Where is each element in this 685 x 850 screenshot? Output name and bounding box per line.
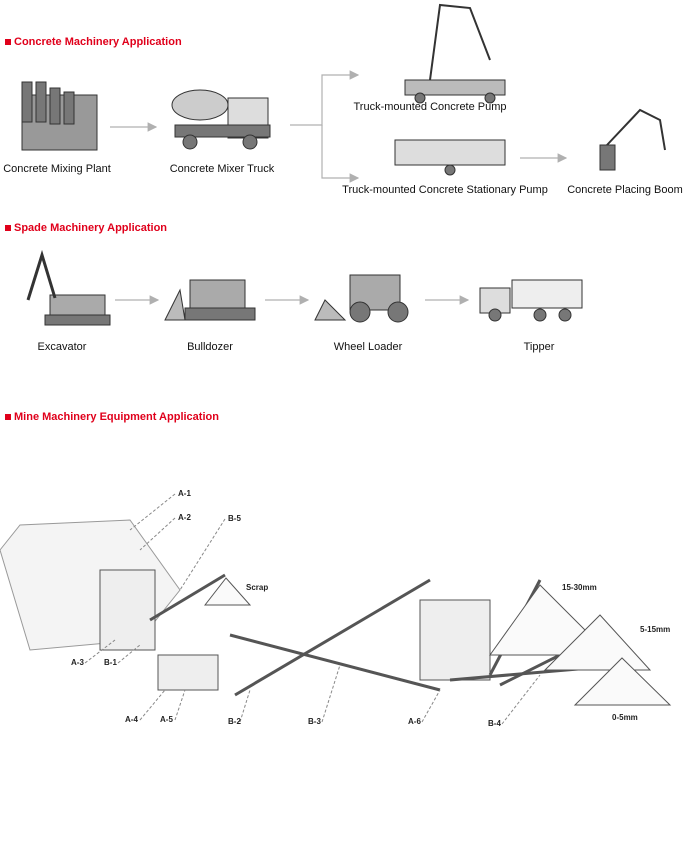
section-header-spade: Spade Machinery Application [5,222,167,234]
section-header-mine: Mine Machinery Equipment Application [5,411,219,423]
diagram-label: A-6 [408,717,421,726]
placing-boom-image [599,108,666,171]
label-truck-mounted-concrete-pump: Truck-mounted Concrete Pump [353,101,507,113]
bullet-square-icon [5,39,11,45]
diagram-label: B-4 [488,719,501,728]
mixing-plant-image [21,81,98,151]
label-concrete-placing-boom: Concrete Placing Boom [567,184,683,196]
bullet-square-icon [5,414,11,420]
diagram-label: B-3 [308,717,321,726]
label-bulldozer: Bulldozer [187,341,233,353]
branch-arrow-up [290,70,360,126]
diagram-label: A-1 [178,489,191,498]
diagram-label: A-2 [178,513,191,522]
excavator-image [26,249,111,326]
label-concrete-mixer-truck: Concrete Mixer Truck [169,163,275,175]
diagram-label: 15-30mm [562,583,597,592]
diagram-label: B-5 [228,514,241,523]
label-stationary-pump: Truck-mounted Concrete Stationary Pump [342,184,548,196]
section-header-concrete: Concrete Machinery Application [5,36,182,48]
bulldozer-image [164,279,256,321]
diagram-label: Scrap [246,583,269,592]
section-title: Concrete Machinery Application [14,36,182,48]
diagram-label: 0-5mm [612,713,638,722]
label-excavator: Excavator [37,341,87,353]
bullet-square-icon [5,225,11,231]
label-wheel-loader: Wheel Loader [333,341,403,353]
truck-concrete-pump-image [404,3,506,104]
diagram-label: B-2 [228,717,241,726]
diagram-label: A-4 [125,715,138,724]
diagram-label: A-5 [160,715,173,724]
diagram-label: A-3 [71,658,84,667]
section-title: Mine Machinery Equipment Application [14,411,219,423]
diagram-label: B-1 [104,658,117,667]
label-concrete-mixing-plant: Concrete Mixing Plant [3,163,111,175]
diagram-label: 5-15mm [640,625,671,634]
stationary-pump-image [394,139,506,176]
mixer-truck-image [171,89,271,150]
label-tipper: Tipper [523,341,555,353]
crushing-plant-diagram [0,493,672,725]
branch-arrow-down [321,125,360,183]
wheel-loader-image [314,274,409,323]
section-title: Spade Machinery Application [14,222,168,234]
tipper-image [479,279,583,322]
